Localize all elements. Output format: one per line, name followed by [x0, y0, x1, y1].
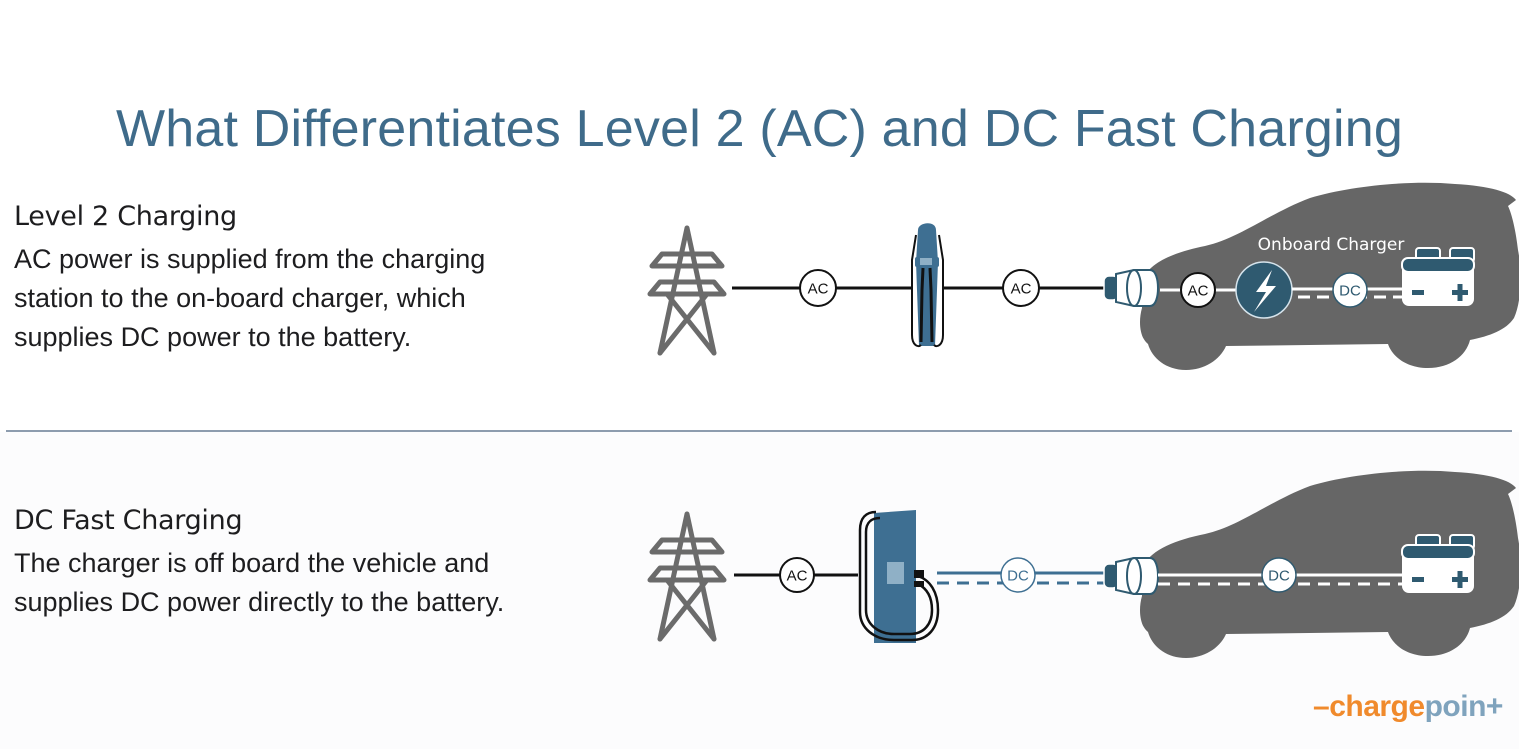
dc-fast-charger-icon — [858, 510, 940, 643]
level2-description: AC power is supplied from the charging s… — [14, 240, 485, 357]
onboard-charger-icon — [1235, 261, 1293, 319]
svg-text:DC: DC — [1339, 283, 1361, 300]
logo-dash: – — [1313, 690, 1330, 723]
level2-charger-icon — [911, 223, 944, 348]
level2-heading: Level 2 Charging — [14, 201, 237, 232]
ac-badge-grid: AC — [779, 557, 815, 593]
ac-badge-station: AC — [1002, 269, 1040, 307]
dc-description-line: supplies DC power directly to the batter… — [14, 587, 505, 617]
svg-text:AC: AC — [1188, 283, 1209, 300]
level2-description-line: AC power is supplied from the charging — [14, 244, 486, 274]
power-tower-icon — [650, 228, 724, 353]
ac-badge-grid: AC — [799, 269, 837, 307]
charge-port-icon — [1103, 269, 1159, 307]
logo-charge: charge — [1329, 690, 1425, 723]
page-title: What Differentiates Level 2 (AC) and DC … — [115, 99, 1404, 158]
svg-text:AC: AC — [1011, 281, 1032, 298]
dc-text-block: DC Fast Charging The charger is off boar… — [14, 504, 504, 622]
dc-diagram: AC DC DC — [650, 470, 1519, 658]
dc-description: The charger is off board the vehicle and… — [14, 544, 504, 622]
dc-badge-onboard: DC — [1332, 272, 1368, 308]
chargepoint-logo: –chargepoin+ — [1313, 690, 1503, 724]
dc-description-line: The charger is off board the vehicle and — [14, 548, 490, 578]
svg-text:AC: AC — [808, 281, 829, 298]
dc-badge-car: DC — [1261, 557, 1297, 593]
dc-badge-station: DC — [1000, 557, 1036, 593]
onboard-charger-label: Onboard Charger — [1258, 235, 1405, 255]
dc-heading: DC Fast Charging — [14, 505, 243, 536]
level2-diagram: AC AC AC Onboard Charger — [650, 182, 1519, 370]
section-divider — [6, 430, 1512, 432]
svg-text:DC: DC — [1007, 568, 1029, 585]
svg-text:DC: DC — [1268, 568, 1290, 585]
level2-description-line: supplies DC power to the battery. — [14, 322, 412, 352]
charge-port-icon — [1103, 557, 1159, 595]
ac-badge-onboard: AC — [1180, 272, 1216, 308]
level2-description-line: station to the on-board charger, which — [14, 283, 466, 313]
logo-point: poin+ — [1424, 690, 1504, 723]
level2-text-block: Level 2 Charging AC power is supplied fr… — [14, 200, 485, 357]
svg-text:AC: AC — [787, 568, 808, 585]
